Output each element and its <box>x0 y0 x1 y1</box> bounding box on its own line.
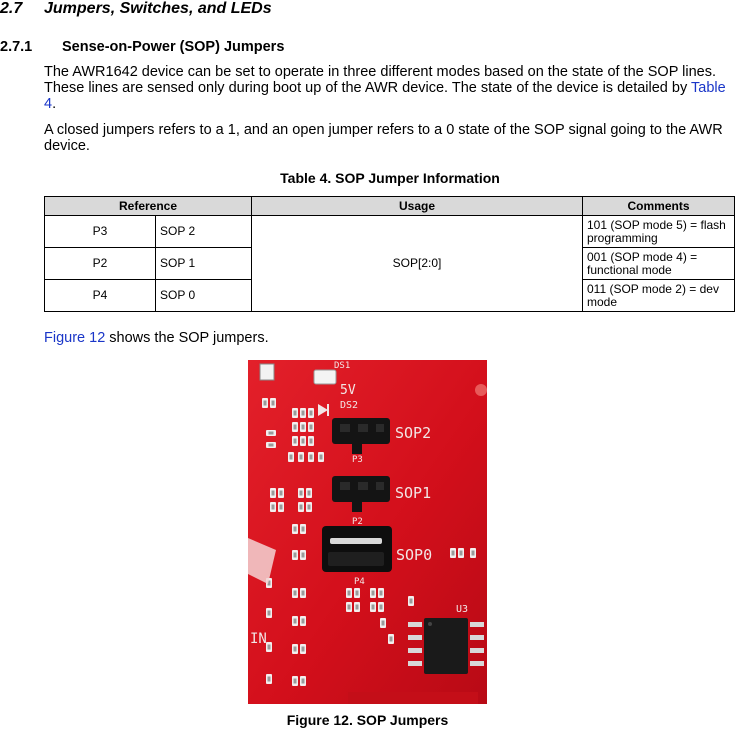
silk-sop0: SOP0 <box>396 546 432 564</box>
figure-reference-text: shows the SOP jumpers. <box>105 330 269 346</box>
silk-ds2: DS2 <box>340 400 358 411</box>
subsection-number: 2.7.1 <box>0 39 33 55</box>
row-comment-cell: 101 (SOP mode 5) = flash programming <box>582 215 735 248</box>
logo-fragment <box>248 538 276 584</box>
section-title: Jumpers, Switches, and LEDs <box>44 0 272 17</box>
ic-u3 <box>424 618 468 674</box>
paragraph-modes: The AWR1642 device can be set to operate… <box>44 64 734 112</box>
sop-jumper-table: Reference Usage Comments P3 SOP 2 SOP[2:… <box>44 196 735 312</box>
table-header-row: Reference Usage Comments <box>44 196 735 216</box>
row-header-cell: P4 <box>44 279 156 312</box>
header-reference: Reference <box>44 196 252 216</box>
header-usage: Usage <box>251 196 583 216</box>
usage-cell: SOP[2:0] <box>251 215 583 312</box>
silk-ds1: DS1 <box>334 361 350 371</box>
silk-5v: 5V <box>340 383 356 398</box>
subsection-title: Sense-on-Power (SOP) Jumpers <box>62 39 285 55</box>
silk-p3: P3 <box>352 455 363 465</box>
row-comment-cell: 001 (SOP mode 4) = functional mode <box>582 247 735 280</box>
row-header-cell: P2 <box>44 247 156 280</box>
subsection-heading: 2.7.1 Sense-on-Power (SOP) Jumpers <box>0 39 284 55</box>
board-photo-svg: DS1 5V DS2 IN SOP2 P3 SOP1 <box>248 360 487 704</box>
table-4-link[interactable]: Table 4 <box>44 80 726 112</box>
table-caption: Table 4. SOP Jumper Information <box>280 170 500 186</box>
row-comment-cell: 011 (SOP mode 2) = dev mode <box>582 279 735 312</box>
silk-p2: P2 <box>352 517 363 527</box>
diode-symbol <box>318 404 328 416</box>
silk-in: IN <box>250 631 267 647</box>
row-signal-cell: SOP 1 <box>155 247 252 280</box>
section-number: 2.7 <box>0 0 23 17</box>
paragraph-jumpers: A closed jumpers refers to a 1, and an o… <box>44 122 723 154</box>
silk-p4: P4 <box>354 577 365 587</box>
table-row: P4 SOP 0 011 (SOP mode 2) = dev mode <box>44 279 735 312</box>
sop-jumpers-photo: DS1 5V DS2 IN SOP2 P3 SOP1 <box>248 360 487 704</box>
figure-caption: Figure 12. SOP Jumpers <box>286 712 449 728</box>
table-row: P3 SOP 2 SOP[2:0] 101 (SOP mode 5) = fla… <box>44 215 735 312</box>
header-comments: Comments <box>582 196 735 216</box>
led-component <box>259 363 275 381</box>
figure-12-link[interactable]: Figure 12 <box>44 330 106 346</box>
led-component <box>313 369 337 385</box>
row-signal-cell: SOP 2 <box>155 215 252 248</box>
shunt-highlight <box>330 538 382 544</box>
table-row: P2 SOP 1 001 (SOP mode 4) = functional m… <box>44 247 735 280</box>
via <box>475 384 487 396</box>
paragraph-modes-end: . <box>52 96 57 112</box>
silk-sop1: SOP1 <box>395 484 431 502</box>
row-signal-cell: SOP 0 <box>155 279 252 312</box>
paragraph-modes-text: The AWR1642 device can be set to operate… <box>44 64 716 96</box>
section-heading: 2.7 Jumpers, Switches, and LEDs <box>0 0 272 18</box>
board-edge <box>348 692 478 704</box>
figure-reference: Figure 12 shows the SOP jumpers. <box>44 330 269 346</box>
silk-sop2: SOP2 <box>395 424 431 442</box>
row-header-cell: P3 <box>44 215 156 248</box>
silk-u3: U3 <box>456 604 468 615</box>
